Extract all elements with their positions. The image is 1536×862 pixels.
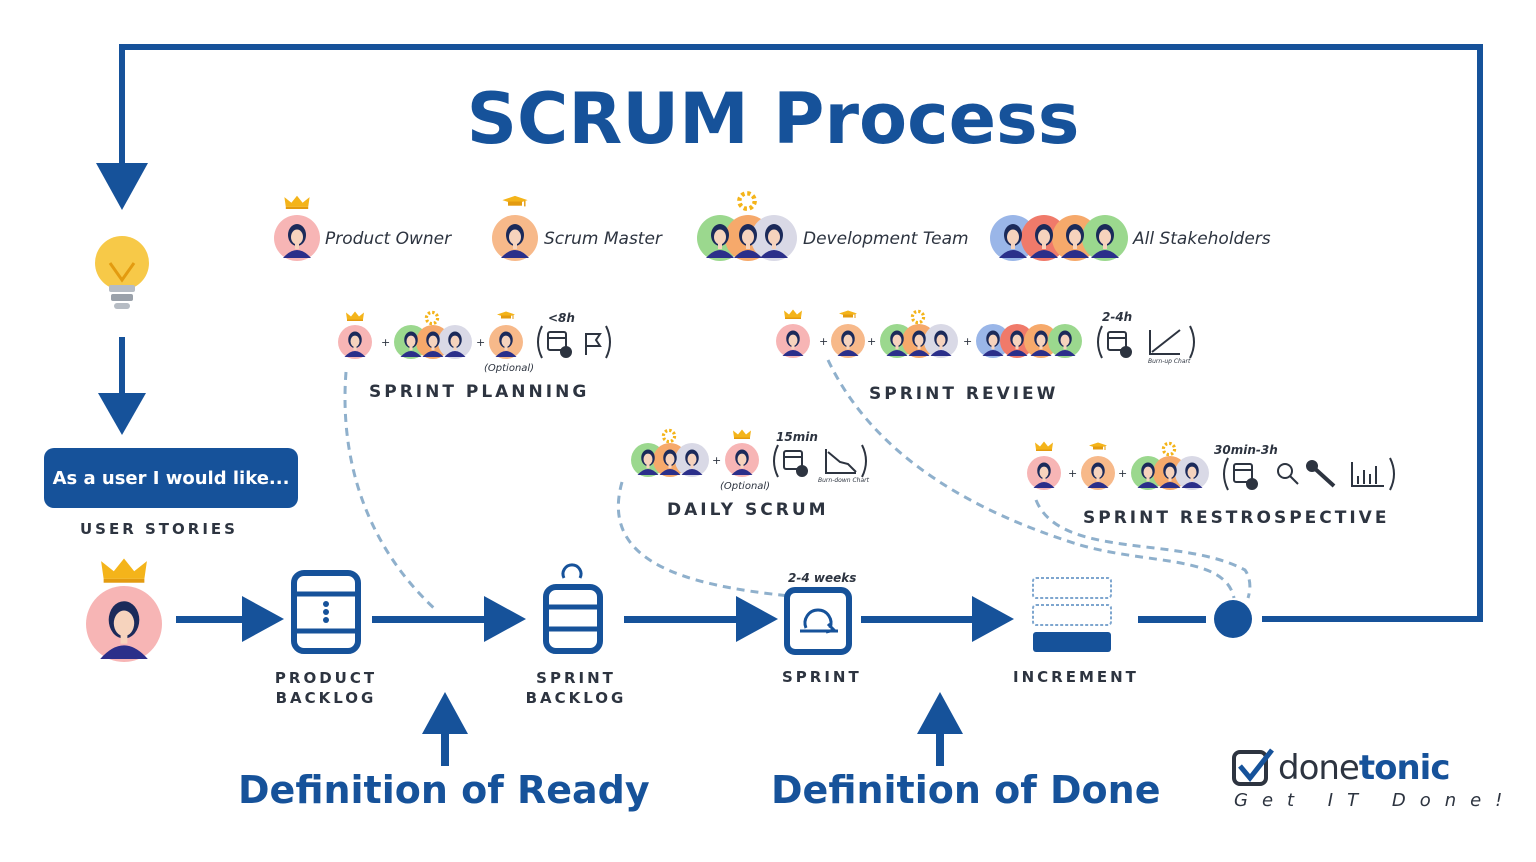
sprint-planning-optional: (Optional) bbox=[484, 363, 535, 374]
all-stakeholders-avatars bbox=[990, 215, 1128, 261]
daily-scrum-optional: (Optional) bbox=[720, 481, 771, 492]
svg-text:+: + bbox=[1118, 467, 1127, 480]
sprint-review-participants: + + + bbox=[776, 309, 1082, 358]
sprint-label: SPRINT bbox=[782, 668, 862, 686]
sprint-review-chart-caption: Burn-up Chart bbox=[1148, 358, 1191, 365]
review-connector bbox=[826, 359, 1236, 599]
legend-development-team: Development Team bbox=[803, 229, 969, 249]
svg-text:+: + bbox=[867, 335, 876, 348]
user-story-box: As a user I would like... bbox=[44, 448, 298, 508]
definition-of-ready: Definition of Ready bbox=[238, 768, 650, 812]
legend-all-stakeholders: All Stakeholders bbox=[1133, 229, 1271, 249]
arrow-down-head bbox=[98, 393, 146, 435]
feedback-loop-arrowhead bbox=[96, 163, 148, 210]
sprint-planning-timebox-icons bbox=[537, 325, 611, 359]
svg-text:+: + bbox=[819, 335, 828, 348]
definition-ready-arrow bbox=[422, 692, 468, 766]
increment-label: INCREMENT bbox=[1013, 668, 1139, 686]
svg-text:+: + bbox=[381, 336, 390, 349]
sprint-review-label: SPRINT REVIEW bbox=[869, 384, 1059, 404]
brand-logo: donetonic bbox=[1278, 748, 1450, 788]
development-team-avatars bbox=[697, 193, 797, 261]
svg-text:+: + bbox=[712, 454, 721, 467]
sprint-backlog-icon bbox=[543, 563, 603, 654]
retrospective-timebox-icons bbox=[1223, 457, 1395, 491]
sprint-planning-duration: <8h bbox=[548, 311, 575, 325]
feedback-node bbox=[1214, 600, 1252, 638]
sprint-icon bbox=[784, 587, 852, 655]
main-flow-arrows bbox=[176, 596, 1206, 642]
sprint-planning-participants: + + bbox=[338, 310, 523, 359]
retrospective-participants: + + bbox=[1027, 441, 1209, 490]
svg-text:+: + bbox=[476, 336, 485, 349]
svg-text:+: + bbox=[963, 335, 972, 348]
retro-connector bbox=[1034, 499, 1252, 599]
product-owner-large-avatar bbox=[86, 558, 162, 662]
product-owner-avatar bbox=[274, 195, 320, 261]
definition-done-arrow bbox=[917, 692, 963, 766]
retrospective-label: SPRINT RESTROSPECTIVE bbox=[1083, 508, 1390, 528]
legend-product-owner: Product Owner bbox=[325, 229, 452, 249]
brand-tagline: Get IT Done! bbox=[1234, 790, 1517, 811]
feedback-loop-line bbox=[119, 44, 1483, 622]
arrow-down-shaft bbox=[119, 337, 125, 397]
increment-icon bbox=[1032, 577, 1112, 652]
daily-scrum-participants: + bbox=[631, 428, 759, 477]
check-logo-icon bbox=[1232, 748, 1274, 786]
lightbulb-icon bbox=[95, 236, 149, 309]
legend-scrum-master: Scrum Master bbox=[544, 229, 662, 249]
sprint-review-timebox-icons bbox=[1097, 325, 1195, 359]
page-title: SCRUM Process bbox=[466, 78, 1080, 160]
definition-of-done: Definition of Done bbox=[771, 768, 1161, 812]
sprint-duration: 2-4 weeks bbox=[788, 571, 857, 585]
user-stories-label: USER STORIES bbox=[80, 520, 238, 538]
retrospective-duration: 30min-3h bbox=[1214, 443, 1278, 457]
sprint-planning-label: SPRINT PLANNING bbox=[369, 382, 590, 402]
daily-scrum-duration: 15min bbox=[776, 430, 818, 444]
product-backlog-icon bbox=[291, 570, 361, 654]
daily-scrum-label: DAILY SCRUM bbox=[667, 500, 829, 520]
daily-scrum-timebox-icons bbox=[773, 444, 867, 478]
planning-connector bbox=[343, 371, 438, 612]
scrum-master-avatar bbox=[492, 195, 538, 261]
sprint-review-duration: 2-4h bbox=[1102, 310, 1133, 324]
svg-text:+: + bbox=[1068, 467, 1077, 480]
daily-scrum-chart-caption: Burn-down Chart bbox=[818, 477, 869, 484]
